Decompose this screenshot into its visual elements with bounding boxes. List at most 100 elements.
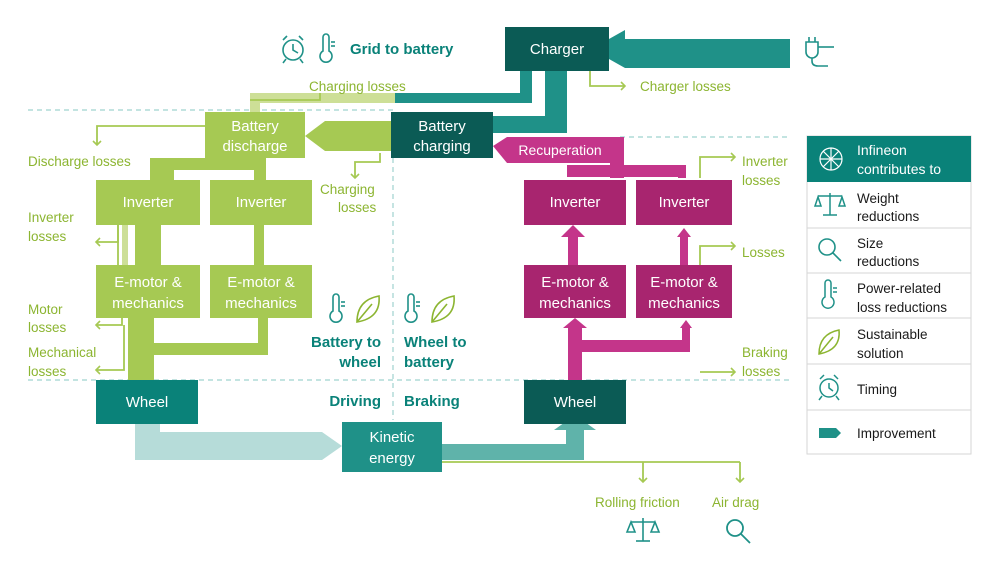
right-emotor-b-label-2: mechanics <box>648 295 720 312</box>
leaf-icon <box>818 329 840 355</box>
air-drag-label: Air drag <box>712 495 759 510</box>
right-losses-label: Losses <box>742 245 785 260</box>
charging-to-discharge-flow <box>305 121 391 151</box>
wheel-to-kinetic-flow <box>135 424 342 460</box>
alarm-clock-icon <box>282 35 304 64</box>
magnifier-icon <box>726 519 751 544</box>
battery-to-wheel-label-1: Battery to <box>311 334 381 351</box>
left-emotor-b-label-1: E-motor & <box>227 274 295 291</box>
magnifier-icon <box>818 238 842 262</box>
battery-charging-box: Battery charging <box>391 112 493 158</box>
right-emotor-b-label-1: E-motor & <box>650 274 718 291</box>
battery-discharge-label-2: discharge <box>222 138 287 155</box>
left-inverter-b-label: Inverter <box>236 194 287 211</box>
driving-label: Driving <box>329 393 381 410</box>
braking-label: Braking <box>404 393 460 410</box>
right-inverter-losses-label-1: Inverter <box>742 154 788 169</box>
legend-header-label-2: contributes to <box>857 161 941 177</box>
mechanical-losses-label-1: Mechanical <box>28 345 96 360</box>
recuperation-bar: Recuperation <box>493 137 624 163</box>
right-inverter-b-label: Inverter <box>659 194 710 211</box>
kinetic-energy-box: Kinetic energy <box>342 422 442 472</box>
battery-charging-label-2: charging <box>413 138 471 155</box>
legend: Infineon contributes to Weight reduction… <box>806 135 972 455</box>
legend-timing-label: Timing <box>857 382 897 397</box>
discharge-losses-label: Discharge losses <box>28 154 131 169</box>
scale-icon <box>625 518 661 542</box>
braking-losses-label-1: Braking <box>742 345 788 360</box>
battery-charging-label-1: Battery <box>418 118 466 135</box>
left-wheel-box: Wheel <box>96 380 198 424</box>
legend-weight-label-1: Weight <box>857 191 899 206</box>
mechanical-losses-label-2: losses <box>28 364 67 379</box>
legend-header-label-1: Infineon <box>857 142 907 158</box>
left-inverter-losses-label-1: Inverter <box>28 210 74 225</box>
rolling-friction-label: Rolling friction <box>595 495 680 510</box>
thermometer-icon <box>404 293 420 323</box>
charger-box: Charger <box>505 27 609 71</box>
braking-losses-label-2: losses <box>742 364 781 379</box>
charging-losses-band <box>250 93 395 113</box>
right-emotor-a-label-1: E-motor & <box>541 274 609 291</box>
motor-losses-label-1: Motor <box>28 302 63 317</box>
section-labels: Grid to battery Battery to wheel Wheel t… <box>311 41 467 410</box>
right-inverter-a-label: Inverter <box>550 194 601 211</box>
left-emotor-a-label-2: mechanics <box>112 295 184 312</box>
battery-discharge-label-1: Battery <box>231 118 279 135</box>
plug-icon <box>805 37 834 67</box>
right-wheel-box: Wheel <box>524 380 626 424</box>
infineon-globe-icon <box>819 147 843 171</box>
right-wheel-label: Wheel <box>554 394 597 411</box>
right-inverter-losses-label-2: losses <box>742 173 781 188</box>
loss-arrows <box>92 70 745 484</box>
legend-power-label-2: loss reductions <box>857 300 947 315</box>
left-inverter-losses-label-2: losses <box>28 229 67 244</box>
legend-sustainable-label-1: Sustainable <box>857 327 928 342</box>
right-inverter-b: Inverter <box>636 180 732 225</box>
wheel-to-battery-label-2: battery <box>404 354 455 371</box>
charger-losses-label: Charger losses <box>640 79 731 94</box>
left-inverter-a: Inverter <box>96 180 200 225</box>
battery-to-wheel-label-2: wheel <box>338 354 381 371</box>
left-emotor-b-label-2: mechanics <box>225 295 297 312</box>
thermometer-icon <box>329 293 345 323</box>
right-emotor-a: E-motor & mechanics <box>524 265 626 318</box>
left-emotor-a-label-1: E-motor & <box>114 274 182 291</box>
scale-icon <box>813 193 847 216</box>
alarm-clock-icon <box>818 374 840 401</box>
kinetic-label-1: Kinetic <box>369 429 415 446</box>
charger-flow <box>395 30 790 133</box>
left-emotor-b: E-motor & mechanics <box>210 265 312 318</box>
left-wheel-label: Wheel <box>126 394 169 411</box>
grid-to-battery-label: Grid to battery <box>350 41 454 58</box>
leaf-icon <box>431 295 455 323</box>
right-inverter-a: Inverter <box>524 180 626 225</box>
right-emotor-b: E-motor & mechanics <box>636 265 732 318</box>
legend-weight-label-2: reductions <box>857 209 920 224</box>
right-drivetrain-flow <box>561 140 692 380</box>
arrow-marker-icon <box>819 428 841 438</box>
kinetic-label-2: energy <box>369 450 415 467</box>
charging-losses-mid-label-1: Charging <box>320 182 375 197</box>
left-inverter-a-label: Inverter <box>123 194 174 211</box>
left-drivetrain-flow <box>128 158 268 380</box>
legend-size-label-2: reductions <box>857 254 920 269</box>
charger-label: Charger <box>530 41 584 58</box>
left-inverter-b: Inverter <box>210 180 312 225</box>
legend-power-label-1: Power-related <box>857 281 941 296</box>
thermometer-icon <box>319 33 335 63</box>
loss-labels: Charger losses Charging losses Discharge… <box>28 79 788 510</box>
battery-discharge-box: Battery discharge <box>205 112 305 158</box>
leaf-icon <box>356 295 380 323</box>
left-loss-branches <box>122 225 128 265</box>
charging-losses-mid-label-2: losses <box>338 200 377 215</box>
left-emotor-a: E-motor & mechanics <box>96 265 200 318</box>
legend-improvement-label: Improvement <box>857 426 936 441</box>
charging-losses-top-label: Charging losses <box>309 79 406 94</box>
motor-losses-label-2: losses <box>28 320 67 335</box>
wheel-to-battery-label-1: Wheel to <box>404 334 467 351</box>
thermometer-icon <box>821 279 837 309</box>
recuperation-label: Recuperation <box>518 142 601 158</box>
